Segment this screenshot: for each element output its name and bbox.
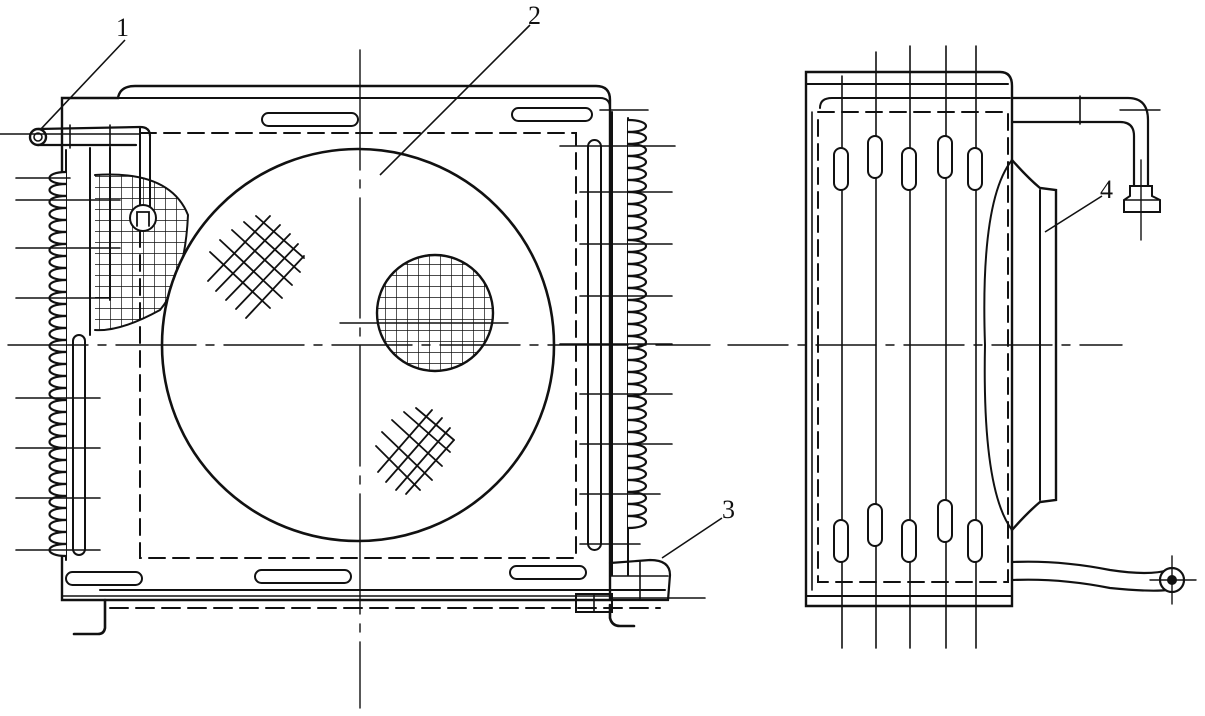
inlet-pipe-end bbox=[28, 127, 48, 147]
label-1: 1 bbox=[116, 13, 129, 42]
label-4: 4 bbox=[1100, 175, 1113, 204]
side-housing bbox=[804, 70, 1014, 608]
side-bottom-pipe bbox=[1010, 560, 1170, 592]
centerlines bbox=[7, 49, 711, 709]
outlet-pipe bbox=[608, 558, 672, 602]
side-top-pipe bbox=[1010, 96, 1150, 188]
left-foot bbox=[72, 598, 107, 636]
right-foot bbox=[608, 603, 636, 628]
label-3: 3 bbox=[722, 495, 735, 524]
mesh-patch-lower bbox=[375, 407, 455, 495]
right-coil bbox=[626, 118, 648, 530]
leader-lines-front bbox=[39, 24, 723, 559]
housing-outline bbox=[60, 84, 612, 602]
fan-shroud bbox=[983, 159, 1013, 531]
label-2: 2 bbox=[528, 1, 541, 30]
left-coil bbox=[48, 170, 68, 558]
front-view bbox=[0, 49, 711, 709]
side-view bbox=[727, 45, 1197, 649]
fan-hub-mesh bbox=[375, 253, 495, 373]
mesh-patch-upper bbox=[207, 215, 305, 319]
